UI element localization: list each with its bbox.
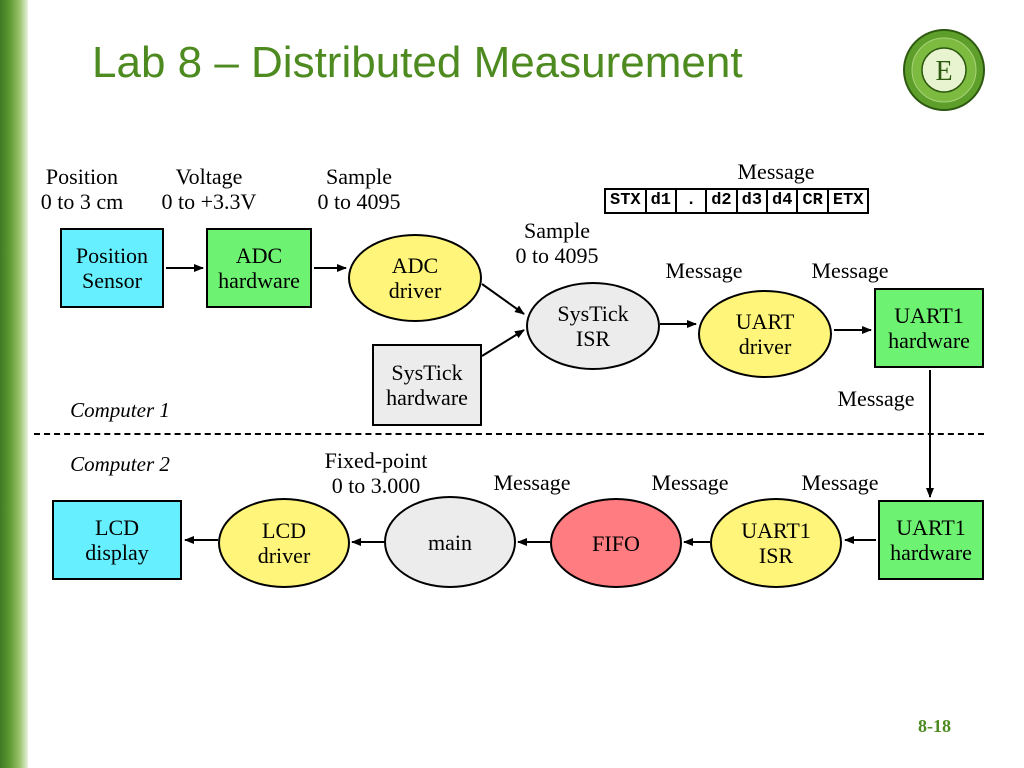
computer-divider-line [34, 433, 984, 435]
computer2-label: Computer 2 [70, 452, 170, 476]
message-format-row: STX d1 . d2 d3 d4 CR ETX [604, 188, 870, 214]
message-field: STX [604, 188, 647, 214]
message-field: d2 [705, 188, 738, 214]
message-field: d3 [735, 188, 769, 214]
message-field: d1 [644, 188, 678, 214]
message-label-uart-out: Message [811, 258, 889, 283]
slide-title: Lab 8 – Distributed Measurement [92, 38, 743, 87]
arrow-adcdriver-to-systickisr [481, 283, 525, 315]
fifo-ellipse: FIFO [550, 498, 682, 588]
computer1-label: Computer 1 [70, 398, 170, 422]
message-field: CR [796, 188, 829, 214]
main-ellipse: main [384, 496, 516, 588]
message-label-main-fifo: Message [493, 470, 571, 495]
page-number: 8-18 [918, 716, 951, 736]
message-label-uart-in: Message [665, 258, 743, 283]
logo-letter: E [935, 56, 952, 87]
sidebar-decoration [0, 0, 28, 768]
message-label-isr-hw: Message [801, 470, 879, 495]
message-format-label: Message [737, 159, 815, 184]
message-field: . [675, 188, 708, 214]
message-label-down: Message [837, 386, 915, 411]
message-field: d4 [766, 188, 799, 214]
message-label-fifo-isr: Message [651, 470, 729, 495]
message-field: ETX [826, 188, 870, 214]
e-logo-icon: E [903, 29, 985, 111]
message-format-table: STX d1 . d2 d3 d4 CR ETX [604, 188, 870, 214]
arrow-systickhw-to-systickisr [481, 329, 525, 357]
